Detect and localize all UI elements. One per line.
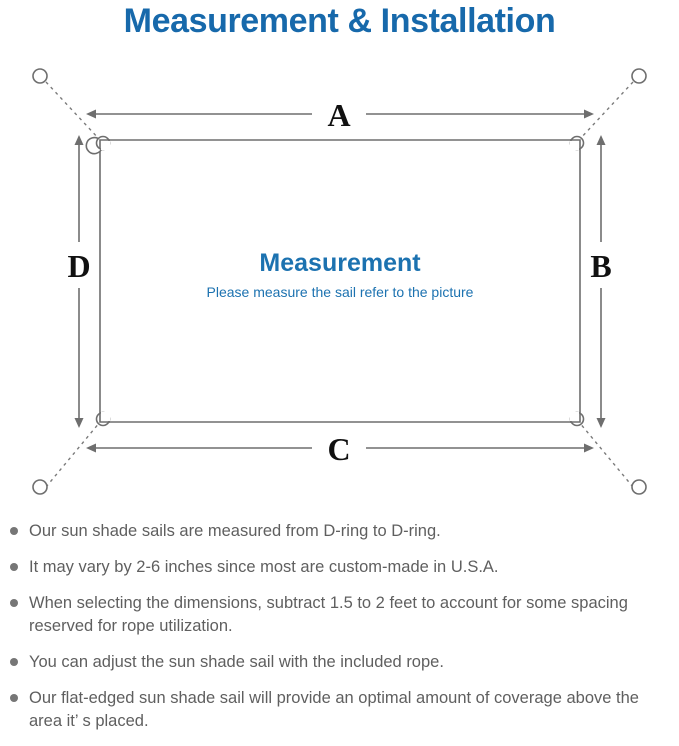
list-item: Our sun shade sails are measured from D-… xyxy=(0,520,679,543)
note-text: When selecting the dimensions, subtract … xyxy=(29,594,628,635)
d-ring-corner-br xyxy=(570,413,581,423)
page-title: Measurement & Installation xyxy=(123,2,556,40)
dimension-b: B xyxy=(590,135,612,428)
anchor-top-left-icon xyxy=(32,68,48,84)
anchor-top-right-icon xyxy=(631,68,647,84)
d-ring-corner-tl xyxy=(99,139,110,149)
d-ring-mask-br xyxy=(570,412,579,421)
dimension-a: A xyxy=(86,97,594,133)
bullet-icon xyxy=(10,527,18,535)
note-text: You can adjust the sun shade sail with t… xyxy=(29,653,444,671)
note-text: Our sun shade sails are measured from D-… xyxy=(29,522,441,540)
list-item: When selecting the dimensions, subtract … xyxy=(0,592,679,638)
note-text: It may vary by 2-6 inches since most are… xyxy=(29,558,499,576)
dimension-c: C xyxy=(86,431,594,467)
note-text: Our flat-edged sun shade sail will provi… xyxy=(29,689,639,730)
list-item: You can adjust the sun shade sail with t… xyxy=(0,651,679,674)
d-ring-corner-tr xyxy=(570,139,581,149)
dimension-a-label: A xyxy=(327,97,350,133)
bullet-icon xyxy=(10,694,18,702)
bullet-icon xyxy=(10,658,18,666)
anchor-bottom-left-icon xyxy=(32,479,48,495)
dimension-c-label: C xyxy=(327,431,350,467)
notes-list: Our sun shade sails are measured from D-… xyxy=(0,520,679,746)
dimension-b-label: B xyxy=(590,248,611,284)
measurement-diagram: A C D B Measurement Please measure the s… xyxy=(0,50,679,515)
list-item: Our flat-edged sun shade sail will provi… xyxy=(0,687,679,733)
bullet-icon xyxy=(10,599,18,607)
dimension-d-label: D xyxy=(67,248,90,284)
diagram-center-subtext: Please measure the sail refer to the pic… xyxy=(207,284,474,300)
diagram-center-heading: Measurement xyxy=(259,249,421,277)
list-item: It may vary by 2-6 inches since most are… xyxy=(0,556,679,579)
sail-rectangle xyxy=(99,139,581,423)
d-ring-corner-bl xyxy=(99,413,110,423)
anchor-bottom-right-icon xyxy=(631,479,647,495)
d-ring-mask-tr xyxy=(570,141,579,150)
d-ring-mask-bl xyxy=(101,412,110,421)
anchor-guide-lines xyxy=(45,81,634,488)
dimension-d: D xyxy=(67,135,91,428)
d-ring-mask-tl xyxy=(101,141,110,150)
anchor-points xyxy=(32,68,647,495)
bullet-icon xyxy=(10,563,18,571)
